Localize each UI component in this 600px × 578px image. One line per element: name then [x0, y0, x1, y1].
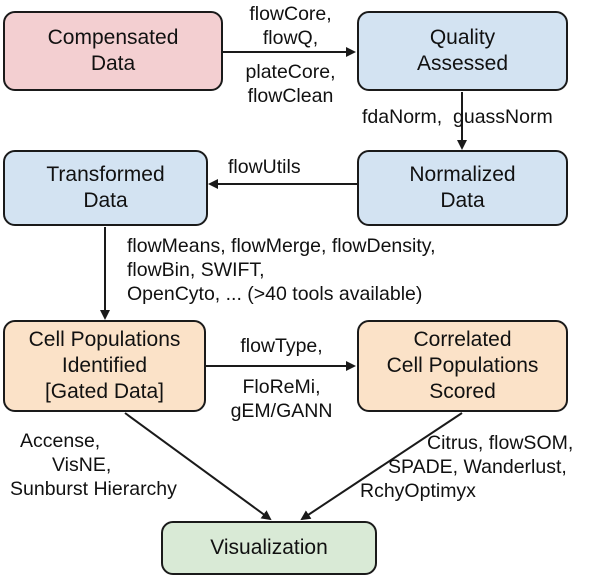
label-transformed-identified: flowMeans, flowMerge, flowDensity, flowB… [127, 234, 436, 306]
arrow-correlated-to-visualization [300, 412, 463, 521]
label-floremi: FloReMi, [242, 376, 321, 398]
node-quality-line1: Quality [429, 26, 496, 49]
node-correlated-line3: Scored [429, 380, 496, 403]
node-visualization-line1: Visualization [210, 536, 328, 559]
label-tools-line1: flowMeans, flowMerge, flowDensity, [127, 235, 436, 257]
label-compensated-quality-top: flowCore, flowQ, [228, 2, 353, 50]
label-normalized-transformed: flowUtils [228, 156, 301, 178]
label-tools-line2: flowBin, SWIFT, [127, 259, 265, 281]
node-identified-line3: [Gated Data] [44, 380, 165, 403]
node-normalized-line1: Normalized [409, 163, 516, 186]
node-normalized-data: Normalized Data [357, 150, 568, 226]
node-compensated-line2: Data [90, 52, 136, 75]
node-correlated-line1: Correlated [413, 328, 512, 351]
label-tools-line3: OpenCyto, ... (>40 tools available) [127, 283, 423, 305]
label-flowcore: flowCore, [249, 3, 332, 25]
label-visne: VisNE, [52, 454, 112, 476]
label-rchyoptimyx: RchyOptimyx [360, 480, 476, 502]
label-flowclean: flowClean [247, 85, 334, 107]
label-sunburst: Sunburst Hierarchy [10, 478, 177, 500]
node-identified-line1: Cell Populations [28, 328, 181, 351]
node-transformed-data: Transformed Data [3, 150, 208, 226]
label-correlated-visualization: Citrus, flowSOM, SPADE, Wanderlust, Rchy… [360, 431, 595, 503]
node-cell-populations-identified: Cell Populations Identified [Gated Data] [3, 320, 206, 412]
label-compensated-quality-bottom: plateCore, flowClean [228, 60, 353, 108]
node-visualization: Visualization [161, 521, 377, 575]
label-citrus-flowsom: Citrus, flowSOM, [427, 432, 574, 454]
label-identified-correlated-bottom: FloReMi, gEM/GANN [214, 375, 349, 423]
label-quality-normalized: fdaNorm, guassNorm [362, 106, 553, 128]
node-identified-line2: Identified [61, 354, 148, 377]
node-compensated-line1: Compensated [47, 26, 179, 49]
label-spade-wanderlust: SPADE, Wanderlust, [388, 456, 567, 478]
node-normalized-line2: Data [440, 189, 485, 212]
label-identified-correlated-top: flowType, [240, 335, 323, 357]
label-accense: Accense, [20, 430, 101, 452]
label-identified-visualization: Accense, VisNE, Sunburst Hierarchy [0, 429, 230, 501]
label-platecore: plateCore, [245, 61, 336, 83]
node-compensated-data: Compensated Data [3, 11, 223, 91]
label-flowq: flowQ, [262, 27, 319, 49]
label-gem-gann: gEM/GANN [230, 400, 333, 422]
node-transformed-line2: Data [83, 189, 128, 212]
node-correlated-cell-populations-scored: Correlated Cell Populations Scored [357, 320, 568, 412]
node-correlated-line2: Cell Populations [386, 354, 539, 377]
node-transformed-line1: Transformed [46, 163, 165, 186]
arrow-identified-to-visualization [124, 412, 272, 521]
node-quality-line2: Assessed [416, 52, 509, 75]
node-quality-assessed: Quality Assessed [357, 11, 568, 91]
